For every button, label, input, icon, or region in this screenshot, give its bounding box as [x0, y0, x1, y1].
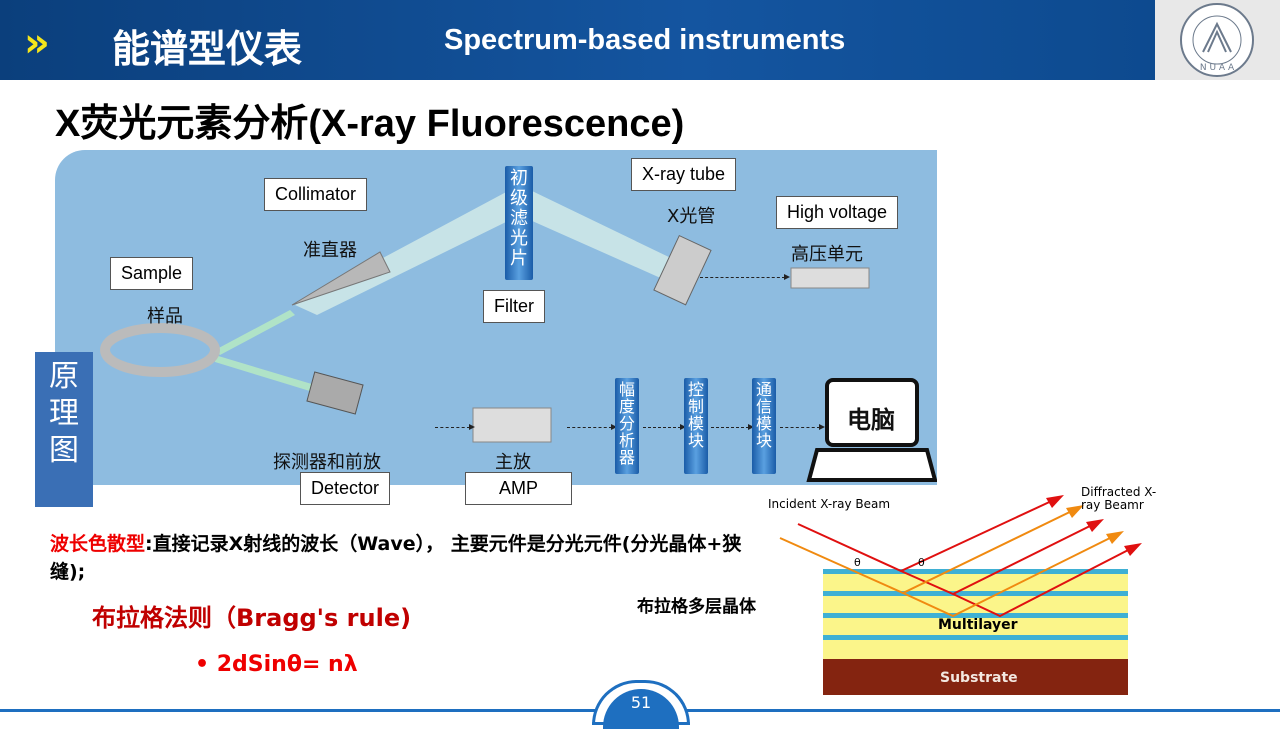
detector-cn: 探测器和前放	[273, 452, 381, 473]
detector-icon	[306, 371, 364, 415]
amp-label: AMP	[465, 472, 572, 505]
collimator-label: Collimator	[264, 178, 368, 211]
university-logo: N U A A	[1155, 0, 1280, 80]
computer-label: 电脑	[847, 406, 895, 434]
theta-label: θ	[918, 556, 925, 569]
section-subtitle: Spectrum-based instruments	[444, 24, 846, 56]
section-title: 能谱型仪表	[112, 27, 303, 71]
wd-label: 波长色散型	[50, 533, 146, 555]
diffracted-beam-label: Diffracted X-ray Beamr	[1081, 485, 1157, 512]
collimator-cn: 准直器	[303, 240, 357, 261]
header-banner	[0, 0, 1155, 80]
xray-tube-icon	[653, 234, 712, 306]
wd-body: :直接记录X射线的波长（Wave）， 主要元件是分光元件(分光晶体+狭缝);	[50, 533, 742, 583]
high-voltage-cn: 高压单元	[791, 244, 863, 265]
page-number-badge: 51	[592, 680, 690, 729]
multilayer-label: Multilayer	[938, 617, 1018, 633]
detector-label: Detector	[300, 472, 391, 505]
sample-label: Sample	[110, 257, 194, 290]
amp-icon	[472, 407, 552, 443]
pha-module: 幅度分析器	[615, 378, 639, 474]
incident-beam-label: Incident X-ray Beam	[768, 497, 891, 511]
slide-title: X荧光元素分析(X-ray Fluorescence)	[55, 103, 685, 145]
principle-tab: 原理图	[35, 352, 93, 507]
multilayer-caption: 布拉格多层晶体	[637, 597, 756, 617]
high-voltage-icon	[790, 267, 870, 289]
comm-module: 通信模块	[752, 378, 776, 474]
high-voltage-label: High voltage	[776, 196, 899, 229]
beam-tube	[530, 190, 675, 280]
arrow	[435, 424, 475, 430]
page-number: 51	[603, 689, 679, 729]
arrow	[643, 424, 686, 430]
theta-label: θ	[854, 556, 861, 569]
arrow	[711, 424, 754, 430]
bragg-rule: 布拉格法则（Bragg's rule)	[92, 604, 412, 632]
sample-cn: 样品	[147, 306, 183, 327]
computer-icon	[806, 378, 937, 482]
arrow-hv-to-tube	[700, 274, 790, 280]
wavelength-dispersive-description: 波长色散型:直接记录X射线的波长（Wave）， 主要元件是分光元件(分光晶体+狭…	[50, 530, 770, 586]
formula-text: 2dSinθ= nλ	[216, 652, 358, 677]
collimator-icon	[291, 251, 391, 306]
arrow	[567, 424, 617, 430]
chevron-icon: »	[24, 20, 50, 66]
xray-tube-label: X-ray tube	[631, 158, 737, 191]
control-module: 控制模块	[684, 378, 708, 474]
sample-icon	[100, 323, 220, 377]
substrate-label: Substrate	[940, 670, 1018, 686]
filter-label: Filter	[483, 290, 545, 323]
amp-cn: 主放	[495, 452, 531, 473]
arrow	[780, 424, 825, 430]
substrate-layer	[823, 659, 1128, 695]
xrf-principle-diagram: Collimator 准直器 X-ray tube X光管 High volta…	[55, 150, 937, 505]
filter-bar: 初级滤光片	[505, 166, 533, 280]
svg-text:N U A A: N U A A	[1200, 63, 1235, 73]
bragg-formula: • 2dSinθ= nλ	[195, 652, 358, 677]
xray-tube-cn: X光管	[667, 206, 716, 227]
bragg-multilayer-figure: Incident X-ray Beam Diffracted X-ray Bea…	[768, 486, 1168, 701]
